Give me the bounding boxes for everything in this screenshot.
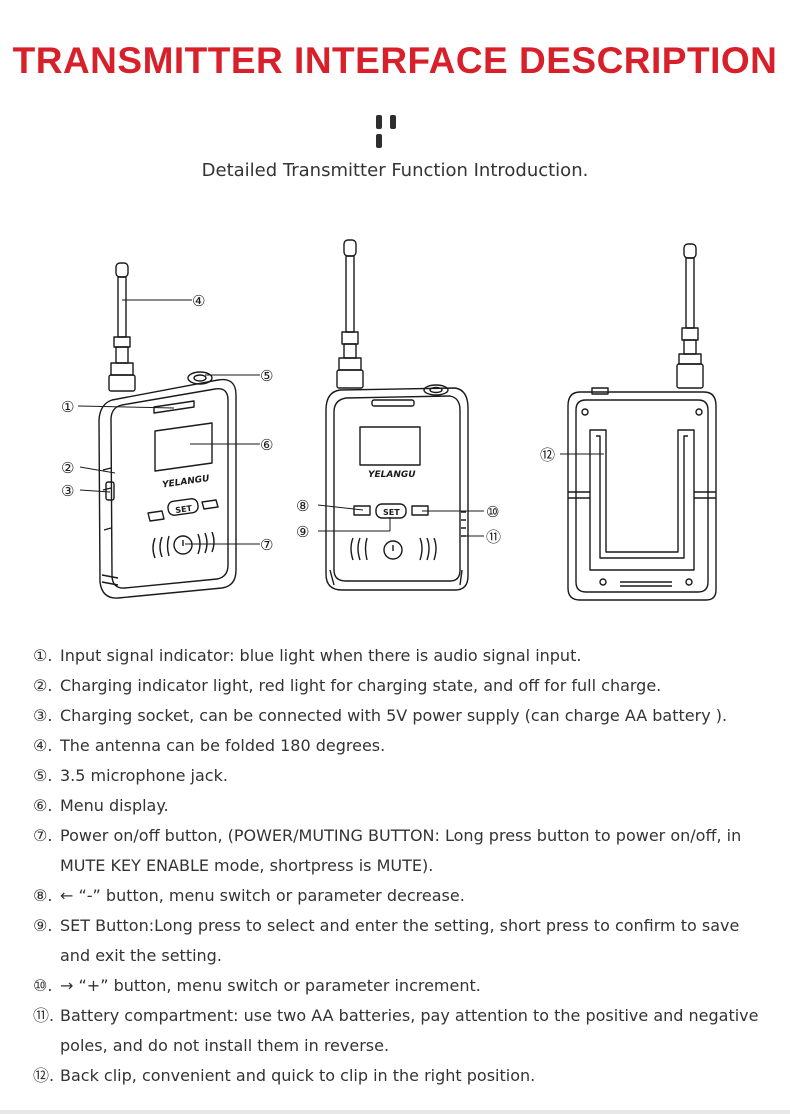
list-item: ②. Charging indicator light, red light fo…: [33, 671, 773, 701]
item-text: Menu display.: [60, 796, 169, 815]
list-item: ⑨. SET Button:Long press to select and en…: [33, 911, 773, 971]
transmitter-front: YELANGU SET: [325, 239, 469, 591]
list-item: ⑫. Back clip, convenient and quick to cli…: [33, 1061, 773, 1091]
item-number: ⑦.: [33, 826, 53, 845]
item-number: ⑫.: [33, 1066, 55, 1085]
title-divider-dots: [376, 114, 416, 148]
list-item: ⑩. → “+” button, menu switch or parameter…: [33, 971, 773, 1001]
item-number: ③.: [33, 706, 53, 725]
item-text: Input signal indicator: blue light when …: [60, 646, 582, 665]
callout-8: ⑧: [296, 497, 309, 515]
item-number: ①.: [33, 646, 53, 665]
item-text: → “+” button, menu switch or parameter i…: [60, 976, 481, 995]
callout-11: ⑪: [486, 528, 501, 546]
callout-9: ⑨: [296, 523, 309, 541]
list-item: ⑦. Power on/off button, (POWER/MUTING BUT…: [33, 821, 773, 881]
callout-7: ⑦: [260, 536, 273, 554]
callout-3: ③: [61, 482, 74, 500]
list-item: ⑤. 3.5 microphone jack.: [33, 761, 773, 791]
page-title: TRANSMITTER INTERFACE DESCRIPTION: [12, 40, 778, 81]
list-item: ⑥. Menu display.: [33, 791, 773, 821]
transmitter-back-clip: [567, 243, 717, 601]
device-set-label: SET: [175, 504, 193, 515]
device-brand-label: YELANGU: [162, 474, 211, 491]
item-number: ④.: [33, 736, 53, 755]
transmitter-front-angled: YELANGU SET: [98, 262, 237, 599]
item-number: ⑩.: [33, 976, 53, 995]
transmitter-diagram: YELANGU SET: [61, 239, 717, 601]
item-text: The antenna can be folded 180 degrees.: [60, 736, 386, 755]
item-text: Back clip, convenient and quick to clip …: [60, 1066, 536, 1085]
page-subtitle: Detailed Transmitter Function Introducti…: [201, 160, 589, 181]
list-item: ⑪. Battery compartment: use two AA batter…: [33, 1001, 773, 1061]
item-text: ← “-” button, menu switch or parameter d…: [60, 886, 465, 905]
callout-5: ⑤: [260, 367, 273, 385]
device-set-label: SET: [383, 508, 400, 517]
item-number: ⑥.: [33, 796, 53, 815]
item-text: 3.5 microphone jack.: [60, 766, 228, 785]
callout-12: ⑫: [540, 446, 555, 464]
item-text: Charging socket, can be connected with 5…: [60, 706, 728, 725]
callout-4: ④: [192, 292, 205, 310]
callout-10: ⑩: [486, 503, 499, 521]
item-number: ⑤.: [33, 766, 53, 785]
list-item: ①. Input signal indicator: blue light whe…: [33, 641, 773, 671]
item-text: Battery compartment: use two AA batterie…: [60, 1006, 759, 1055]
item-text: Charging indicator light, red light for …: [60, 676, 662, 695]
callout-2: ②: [61, 459, 74, 477]
callout-1: ①: [61, 398, 74, 416]
item-number: ②.: [33, 676, 53, 695]
list-item: ③. Charging socket, can be connected with…: [33, 701, 773, 731]
item-number: ⑨.: [33, 916, 53, 935]
list-item: ④. The antenna can be folded 180 degrees.: [33, 731, 773, 761]
list-item: ⑧. ← “-” button, menu switch or parameter…: [33, 881, 773, 911]
item-number: ⑧.: [33, 886, 53, 905]
footer-divider: [0, 1110, 790, 1114]
item-number: ⑪.: [33, 1006, 55, 1025]
feature-list: ①. Input signal indicator: blue light whe…: [33, 641, 773, 1091]
callout-6: ⑥: [260, 436, 273, 454]
item-text: Power on/off button, (POWER/MUTING BUTTO…: [60, 826, 742, 875]
device-brand-label: YELANGU: [368, 470, 416, 480]
item-text: SET Button:Long press to select and ente…: [60, 916, 740, 965]
